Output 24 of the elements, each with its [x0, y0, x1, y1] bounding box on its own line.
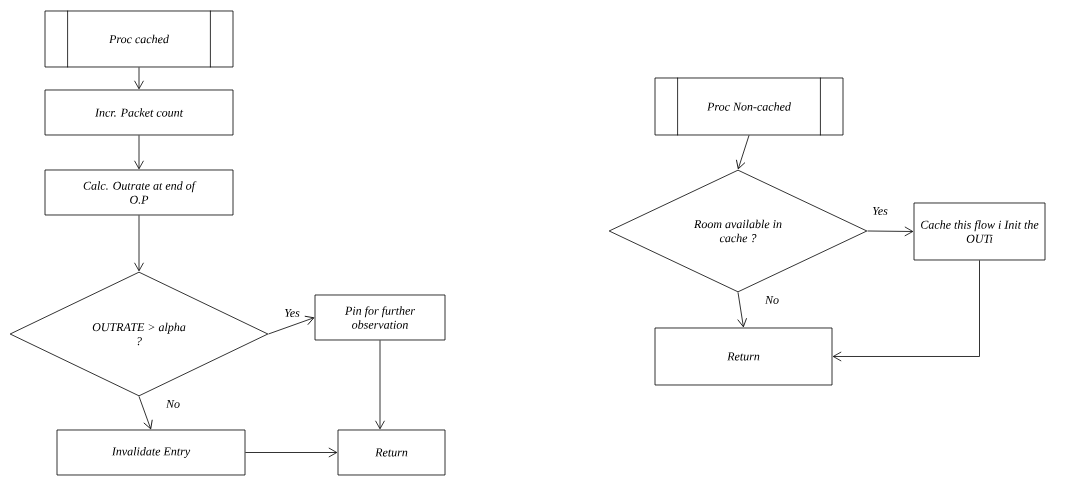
- subroutine-box: Proc Non-cached: [654, 77, 844, 136]
- edge-label: No: [764, 296, 779, 304]
- edge-label: Yes: [872, 207, 888, 215]
- edge-label: No: [165, 400, 180, 408]
- process-box: Calc. Outrate at end of O.P: [44, 169, 234, 216]
- arrow: [268, 315, 315, 335]
- arrow: [134, 135, 144, 170]
- arrow: [867, 226, 914, 237]
- process-box: Return: [337, 429, 446, 476]
- process-box: Cache this flow i Init the OUTi: [913, 202, 1046, 261]
- arrow: [245, 447, 338, 458]
- arrow: [832, 260, 980, 362]
- process-box: Pin for further observation: [314, 294, 446, 341]
- process-box: Incr. Packet count: [44, 89, 234, 136]
- arrow: [134, 67, 144, 90]
- edge-label: Yes: [284, 309, 300, 317]
- process-box: Return: [654, 327, 833, 386]
- arrow: [737, 292, 747, 328]
- subroutine-box: Proc cached: [44, 10, 234, 68]
- arrow: [736, 135, 750, 170]
- arrow: [138, 396, 153, 430]
- arrow: [375, 340, 385, 430]
- arrow: [134, 215, 144, 272]
- process-box: Invalidate Entry: [56, 429, 246, 476]
